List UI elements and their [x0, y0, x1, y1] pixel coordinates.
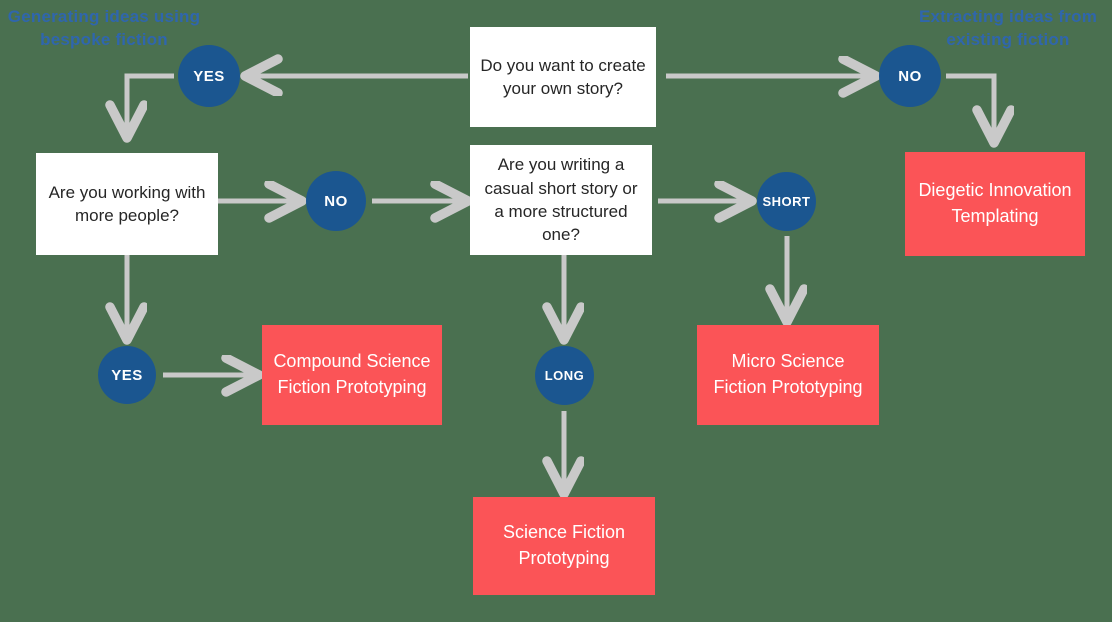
caption-extracting-ideas: Extracting ideas from existing fiction [918, 7, 1098, 49]
outcome-box-micro-science-fiction-prototyping[interactable]: Micro Science Fiction Prototyping [697, 325, 879, 425]
badge-structure-long[interactable]: LONG [535, 346, 594, 405]
badge-collaboration-no[interactable]: NO [306, 171, 366, 231]
connector-yes-to-collaboration [127, 73, 174, 138]
outcome-box-compound-science-fiction-prototyping[interactable]: Compound Science Fiction Prototyping [262, 325, 442, 425]
outcome-box-diegetic-innovation-templating[interactable]: Diegetic Innovation Templating [905, 152, 1085, 256]
caption-generating-ideas: Generating ideas using bespoke fiction [7, 7, 201, 49]
badge-root-no[interactable]: NO [879, 45, 941, 107]
outcome-box-science-fiction-prototyping[interactable]: Science Fiction Prototyping [473, 497, 655, 595]
connector-no-to-diegetic [946, 73, 994, 143]
badge-root-yes[interactable]: YES [178, 45, 240, 107]
question-box-create-own-story[interactable]: Do you want to create your own story? [470, 27, 656, 127]
badge-structure-short[interactable]: SHORT [757, 172, 816, 231]
question-box-casual-or-structured[interactable]: Are you writing a casual short story or … [470, 145, 652, 255]
badge-collaboration-yes[interactable]: YES [98, 346, 156, 404]
question-box-working-with-more-people[interactable]: Are you working with more people? [36, 153, 218, 255]
